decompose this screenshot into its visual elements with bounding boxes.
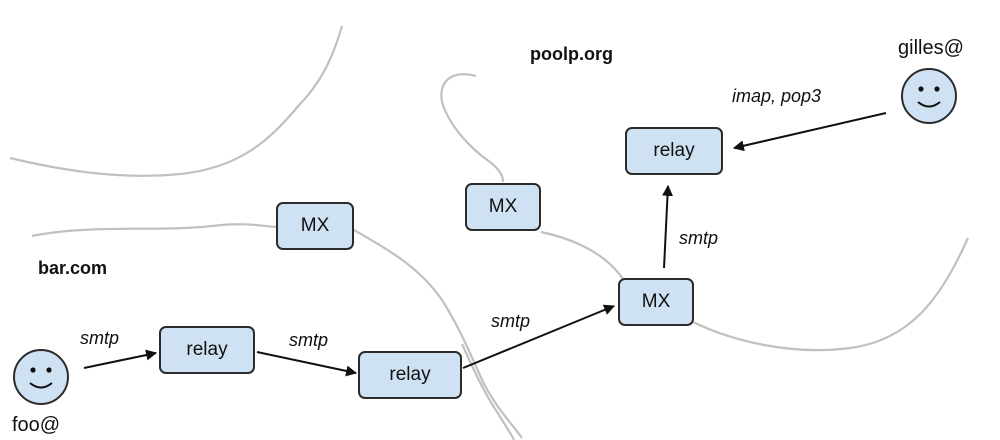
boundary-line-poolp-south: [540, 230, 628, 286]
smiley-face-icon-gilles: [901, 68, 957, 124]
boundary-line-lower-left: [460, 343, 515, 440]
domain-label-poolp: poolp.org: [530, 44, 613, 64]
edge-label-foo-to-relay-1: smtp: [80, 328, 120, 348]
node-relay-bar-2: relay: [358, 351, 462, 399]
node-mx-poolp-upper: MX: [465, 183, 541, 231]
user-label-foo: foo@: [12, 414, 61, 436]
edge-label-relay-1-to-relay-2: smtp: [289, 330, 329, 350]
node-relay-poolp: relay: [625, 127, 723, 175]
boundary-line-poolp-east: [692, 237, 970, 352]
arrow-gilles-to-relay: [732, 112, 887, 152]
boundary-line-bar-north: [31, 223, 277, 238]
user-label-gilles: gilles@: [898, 37, 964, 59]
node-mx-bar: MX: [276, 202, 354, 250]
arrow-foo-to-relay-1: [83, 349, 158, 369]
edge-label-relay-2-to-mx: smtp: [491, 311, 531, 331]
arrow-relay-1-to-relay-2: [256, 351, 358, 377]
node-mx-poolp-lower: MX: [618, 278, 694, 326]
arrow-mx-to-relay: [662, 184, 674, 269]
node-relay-bar-1: relay: [159, 326, 255, 374]
domain-label-bar: bar.com: [38, 258, 108, 278]
boundary-line-poolp-west: [440, 73, 505, 183]
edge-label-mx-to-relay: smtp: [679, 228, 719, 248]
edge-label-gilles-to-relay: imap, pop3: [732, 86, 822, 106]
arrow-relay-2-to-mx: [462, 304, 616, 369]
smiley-face-icon-foo: [13, 349, 69, 405]
boundary-line-top-left: [9, 25, 344, 177]
boundary-line-bar-east: [353, 229, 523, 439]
